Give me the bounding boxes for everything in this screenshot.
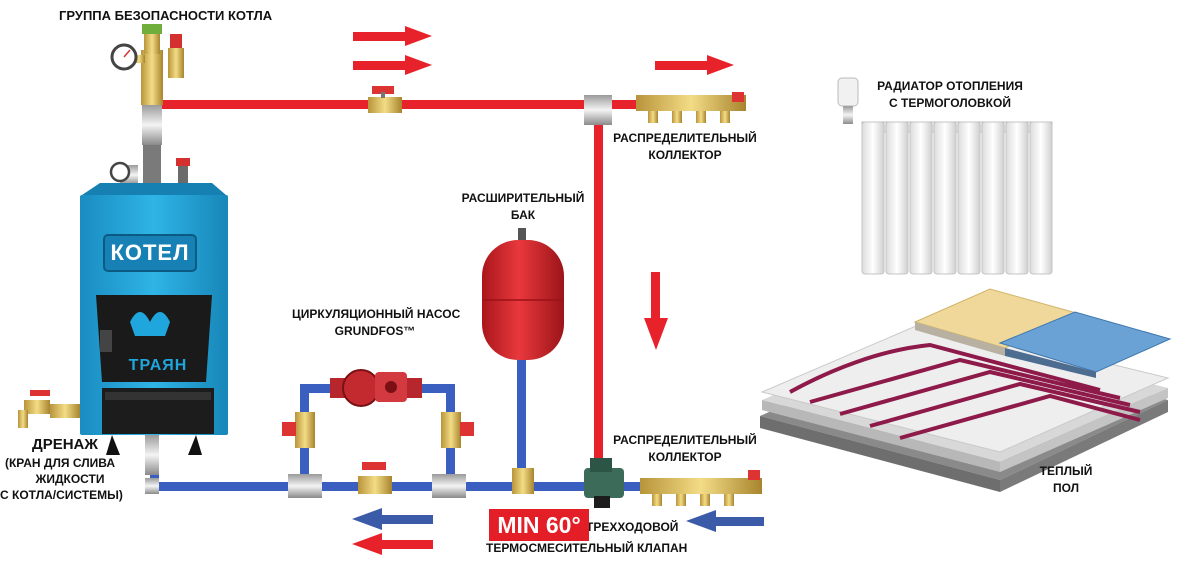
- boiler-brand-text: ТРАЯН: [128, 357, 188, 374]
- ball-valve-top: [368, 86, 402, 113]
- thermometer-gauge-icon: [109, 161, 131, 183]
- expansion-tank-label-line2: БАК: [510, 208, 536, 222]
- drain-label-line1: (КРАН ДЛЯ СЛИВА: [4, 456, 115, 470]
- three-way-valve: [584, 458, 624, 508]
- drain-label-line3: С КОТЛА/СИСТЕМЫ): [0, 488, 123, 502]
- pump-label-line2: GRUNDFOS™: [334, 324, 416, 338]
- radiator: [837, 77, 1053, 275]
- drain-label-title: ДРЕНАЖ: [32, 436, 98, 453]
- drain-label-line2: ЖИДКОСТИ: [35, 472, 105, 486]
- collector-bottom-label-line1: РАСПРЕДЕЛИТЕЛЬНЫЙ: [613, 433, 757, 447]
- collector-top-label-line2: КОЛЛЕКТОР: [648, 148, 722, 162]
- drain-tap: [18, 390, 80, 428]
- flow-arrows: [352, 26, 764, 555]
- drain-valve-handle: [30, 390, 50, 396]
- warm-floor: [760, 288, 1172, 492]
- arrow-left-hot-bottom: [352, 533, 433, 555]
- three-way-valve-label-line1: ТРЕХХОДОВОЙ: [586, 520, 679, 534]
- brand-logo: [130, 312, 170, 336]
- radiator-label-line2: С ТЕРМОГОЛОВКОЙ: [889, 96, 1011, 110]
- warm-floor-label-line1: ТЕПЛЫЙ: [1039, 464, 1093, 478]
- safety-group: [110, 24, 184, 185]
- expansion-tank: [482, 228, 564, 494]
- radiator-sections: [861, 121, 1053, 275]
- three-way-valve-label-line2: ТЕРМОСМЕСИТЕЛЬНЫЙ КЛАПАН: [486, 541, 688, 555]
- pump-label-line1: ЦИРКУЛЯЦИОННЫЙ НАСОС: [292, 307, 461, 321]
- heating-cable: [789, 342, 1141, 440]
- arrow-right-hot-3: [655, 55, 734, 75]
- boiler-name-plate: КОТЕЛ: [110, 240, 190, 265]
- safety-group-label: ГРУППА БЕЗОПАСНОСТИ КОТЛА: [59, 8, 273, 23]
- min-temperature-badge: MIN 60°: [489, 509, 589, 541]
- boiler: [80, 158, 228, 475]
- arrow-right-hot-2: [353, 55, 432, 75]
- arrow-left-cold-2: [686, 510, 764, 532]
- radiator-label-line1: РАДИАТОР ОТОПЛЕНИЯ: [877, 79, 1023, 93]
- arrow-right-hot-1: [353, 26, 432, 46]
- circulation-pump: [330, 369, 422, 407]
- warm-floor-label-line2: ПОЛ: [1052, 481, 1080, 495]
- expansion-tank-label-line1: РАСШИРИТЕЛЬНЫЙ: [461, 191, 585, 205]
- collector-bottom: [640, 470, 762, 506]
- pump-valves: [145, 412, 474, 498]
- collector-top-label-line1: РАСПРЕДЕЛИТЕЛЬНЫЙ: [613, 131, 757, 145]
- arrow-down-hot: [644, 272, 668, 350]
- arrow-left-cold-1: [352, 508, 433, 530]
- collector-top: [584, 92, 746, 125]
- collector-bottom-label-line2: КОЛЛЕКТОР: [648, 450, 722, 464]
